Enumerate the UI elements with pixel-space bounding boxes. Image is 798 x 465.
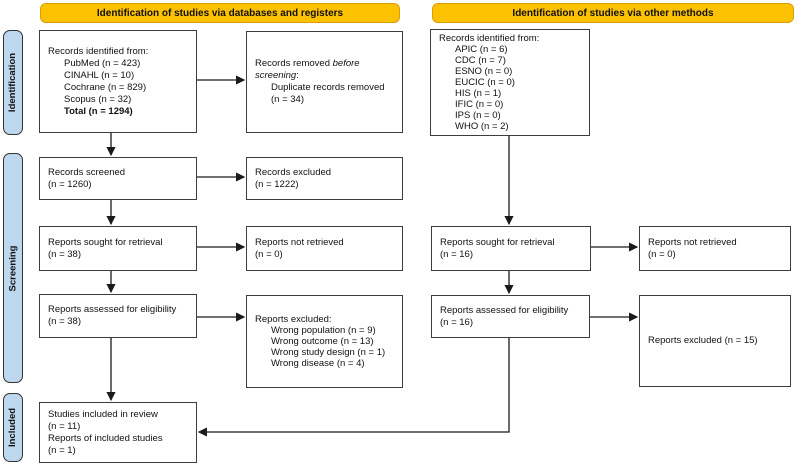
box-db-reports-not-retrieved: Reports not retrieved(n = 0) <box>246 226 403 271</box>
arrow-other-assessed-to-included <box>197 338 510 437</box>
box-db-reports-sought: Reports sought for retrieval(n = 38) <box>39 226 197 271</box>
box-other-records-identified: Records identified from:APIC (n = 6)CDC … <box>430 29 590 136</box>
box-other-reports-sought: Reports sought for retrieval(n = 16) <box>431 226 591 271</box>
stage-label-screening: Screening <box>3 153 23 383</box>
stage-label-screening-text: Screening <box>7 245 19 291</box>
stage-label-identification-text: Identification <box>7 52 19 113</box>
box-other-reports-assessed: Reports assessed for eligibility(n = 16) <box>431 295 590 338</box>
stage-label-included: Included <box>3 393 23 462</box>
box-records-screened: Records screened(n = 1260) <box>39 157 197 200</box>
stage-label-included-text: Included <box>7 407 19 448</box>
box-other-reports-not-retrieved: Reports not retrieved(n = 0) <box>639 226 791 271</box>
stage-label-identification: Identification <box>3 30 23 135</box>
header-databases-registers: Identification of studies via databases … <box>40 3 400 23</box>
box-db-reports-assessed: Reports assessed for eligibility(n = 38) <box>39 294 197 338</box>
box-studies-included: Studies included in review(n = 11)Report… <box>39 402 197 463</box>
box-other-reports-excluded: Reports excluded (n = 15) <box>639 295 791 387</box>
box-db-records-identified: Records identified from:PubMed (n = 423)… <box>39 30 197 133</box>
box-db-reports-excluded: Reports excluded:Wrong population (n = 9… <box>246 295 403 388</box>
header-other-methods: Identification of studies via other meth… <box>432 3 794 23</box>
box-records-excluded: Records excluded(n = 1222) <box>246 157 403 200</box>
